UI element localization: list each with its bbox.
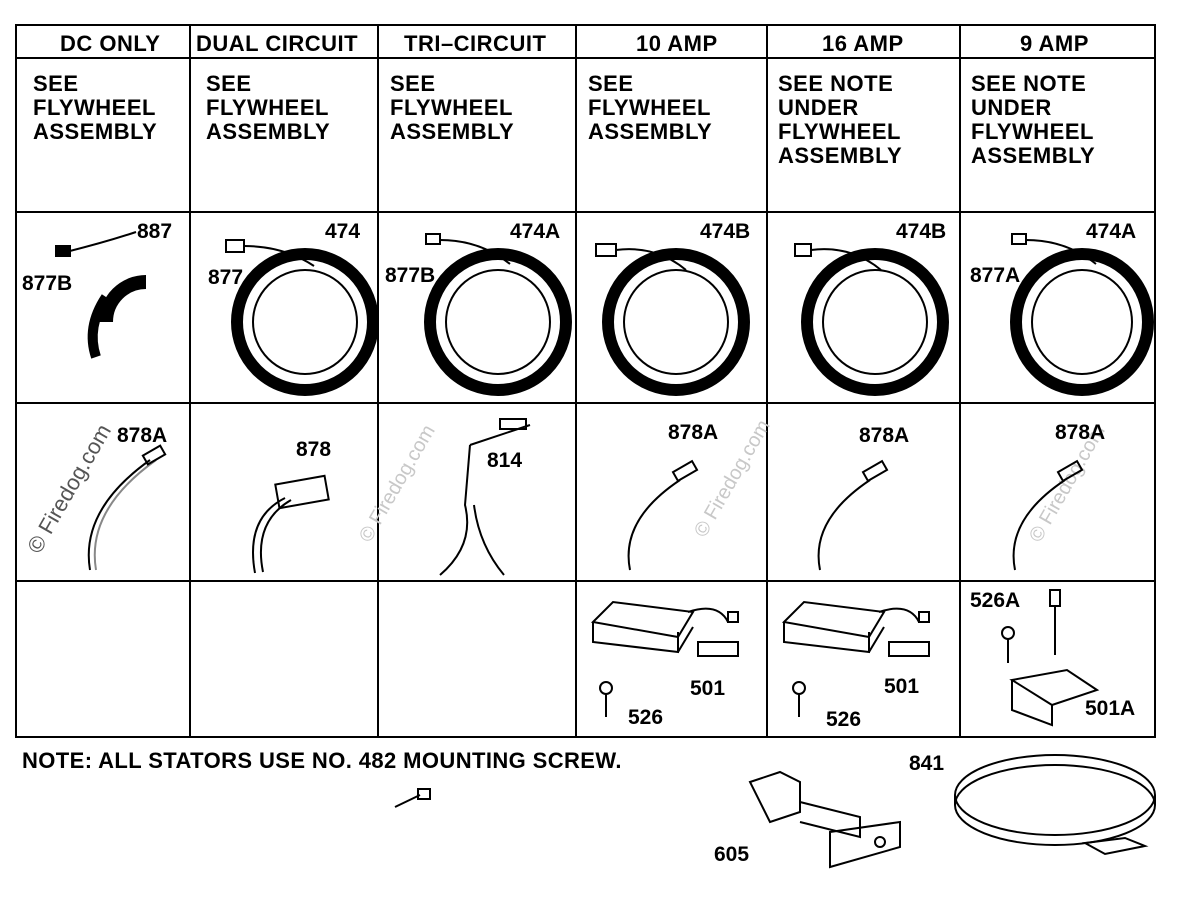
regulator-screw-number: 526 <box>826 708 862 731</box>
stator-illustration <box>424 233 572 396</box>
lead-wire-part-number: 814 <box>487 449 523 472</box>
column-header-dual-circuit: DUAL CIRCUIT <box>196 31 359 56</box>
mounting-screw-note: NOTE: ALL STATORS USE NO. 482 MOUNTING S… <box>22 748 622 773</box>
stator-illustration <box>55 231 147 359</box>
regulator-part-number: 501A <box>1085 697 1136 720</box>
bracket-part-number: 605 <box>714 843 750 866</box>
lead-wire-part-number: 878 <box>296 438 332 461</box>
bracket-illustration <box>748 770 901 869</box>
description-9-amp: SEE NOTE UNDER FLYWHEEL ASSEMBLY <box>971 71 1096 168</box>
regulator-part-number: 501 <box>690 677 726 700</box>
column-header-tri-circuit: TRI–CIRCUIT <box>404 31 547 56</box>
lead-wire-illustration <box>87 444 167 571</box>
stator-illustration <box>1010 233 1154 396</box>
description-dc-only: SEE FLYWHEEL ASSEMBLY <box>33 71 158 144</box>
lead-wire-part-number: 878A <box>1055 421 1106 444</box>
stator-part-number: 887 <box>137 220 173 243</box>
stator-part-number: 474A <box>510 220 561 243</box>
clamp-part-number: 841 <box>909 752 945 775</box>
stator-part-number: 474B <box>700 220 751 243</box>
stator-lead-number: 877B <box>22 272 73 295</box>
stator-illustration <box>595 243 750 396</box>
column-header-10-amp: 10 AMP <box>636 31 718 56</box>
lead-wire-illustration <box>439 418 531 576</box>
stator-illustration <box>794 243 949 396</box>
lead-wire-part-number: 878A <box>117 424 168 447</box>
stator-lead-number: 877B <box>385 264 436 287</box>
description-10-amp: SEE FLYWHEEL ASSEMBLY <box>588 71 713 144</box>
lead-wire-part-number: 878A <box>859 424 910 447</box>
lead-wire-part-number: 878A <box>668 421 719 444</box>
regulator-screw-number: 526A <box>970 589 1021 612</box>
mounting-screw-illustration <box>394 788 431 808</box>
description-dual-circuit: SEE FLYWHEEL ASSEMBLY <box>206 71 331 144</box>
stator-part-number: 474B <box>896 220 947 243</box>
hose-clamp-illustration <box>954 754 1156 856</box>
lead-wire-illustration <box>1012 459 1084 571</box>
column-header-16-amp: 16 AMP <box>822 31 904 56</box>
lead-wire-illustration <box>817 459 889 571</box>
stator-lead-number: 877A <box>970 264 1021 287</box>
regulator-part-number: 501 <box>884 675 920 698</box>
description-tri-circuit: SEE FLYWHEEL ASSEMBLY <box>390 71 515 144</box>
regulator-screw-number: 526 <box>628 706 664 729</box>
regulator-illustration <box>781 600 930 717</box>
stator-part-number: 474A <box>1086 220 1137 243</box>
regulator-illustration <box>1001 589 1100 727</box>
regulator-illustration <box>590 600 739 717</box>
description-16-amp: SEE NOTE UNDER FLYWHEEL ASSEMBLY <box>778 71 903 168</box>
lead-wire-illustration <box>627 459 699 571</box>
column-header-dc-only: DC ONLY <box>60 31 161 56</box>
lead-wire-illustration <box>252 474 330 574</box>
stator-part-number: 474 <box>325 220 361 243</box>
stator-lead-number: 877 <box>208 266 244 289</box>
column-header-9-amp: 9 AMP <box>1020 31 1089 56</box>
stator-illustration <box>225 239 378 396</box>
